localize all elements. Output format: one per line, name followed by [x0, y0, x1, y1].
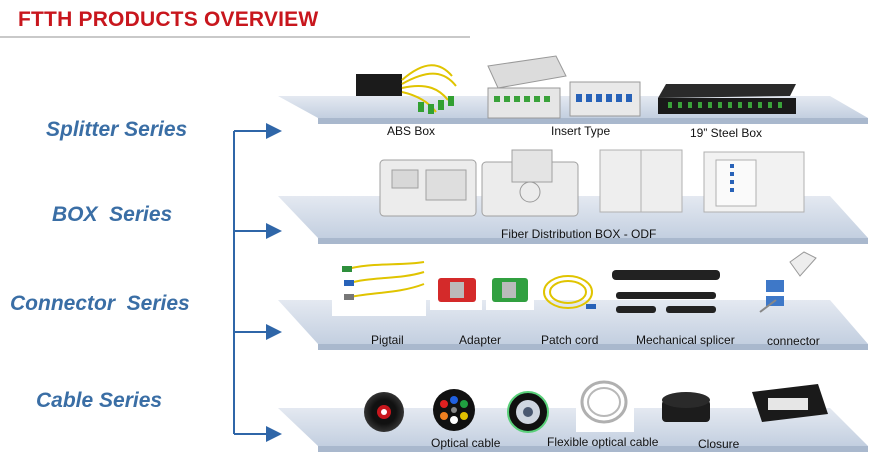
caption-insert-type: Insert Type [551, 124, 611, 138]
series-label-cable: Cable Series [36, 389, 163, 412]
patch-cord-image [543, 275, 596, 309]
bracket-connector [233, 123, 282, 442]
odf-open-box-image [703, 151, 805, 213]
title-divider [0, 36, 470, 38]
caption-patch-cord: Patch cord [541, 333, 599, 347]
mechanical-splicer-image [612, 270, 720, 313]
distribution-box-open-image [481, 149, 579, 217]
optical-cable-armored-image [507, 391, 549, 433]
adapter-red-image [430, 268, 482, 310]
caption-mechanical-splicer: Mechanical splicer [636, 333, 735, 347]
optical-cable-color-image [433, 389, 475, 431]
steel-box-image [658, 84, 796, 114]
closure-dome-image [662, 392, 710, 422]
caption-optical-cable: Optical cable [431, 436, 501, 450]
series-label-splitter: Splitter Series [46, 118, 188, 141]
adapter-green-image [486, 268, 534, 310]
series-label-box: BOX Series [52, 203, 173, 226]
page-title: FTTH PRODUCTS OVERVIEW [18, 8, 319, 31]
odf-wall-box-image [599, 149, 683, 213]
insert-type-image [487, 55, 567, 119]
caption-pigtail: Pigtail [371, 333, 404, 347]
caption-steel-box: 19” Steel Box [690, 126, 763, 140]
shelf-cable [278, 408, 868, 452]
caption-connector: connector [767, 334, 820, 348]
flexible-optical-cable-image [576, 376, 634, 432]
caption-adapter: Adapter [459, 333, 502, 347]
caption-abs-box: ABS Box [387, 124, 436, 138]
insert-type-panel-image [569, 81, 641, 117]
pigtail-image [332, 258, 426, 316]
closure-horizontal-image [752, 384, 828, 422]
series-label-connector: Connector Series [10, 292, 190, 315]
caption-flexible-optical-cable: Flexible optical cable [547, 435, 659, 449]
caption-fiber-distribution-box: Fiber Distribution BOX - ODF [501, 227, 657, 241]
connector-image [759, 251, 817, 313]
distribution-box-closed-image [379, 159, 477, 217]
optical-cable-black-image [364, 392, 404, 432]
abs-box-image [356, 64, 457, 114]
caption-closure: Closure [698, 437, 740, 451]
